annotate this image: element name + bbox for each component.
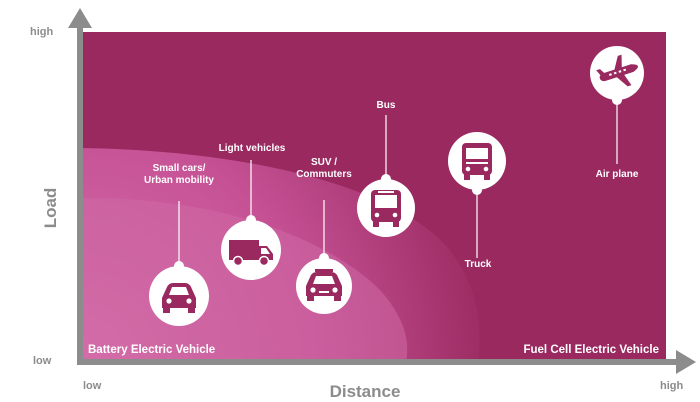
y-axis-high-label: high <box>30 26 53 38</box>
vehicle-label-line: Light vehicles <box>219 143 286 154</box>
bus-icon <box>371 190 401 227</box>
suv-icon <box>306 269 342 301</box>
vehicle-label: Small cars/Urban mobility <box>144 163 214 186</box>
connector-knob <box>472 185 482 195</box>
connector-knob <box>612 95 622 105</box>
x-axis-low-label: low <box>83 380 102 392</box>
vehicle-label: SUV /Commuters <box>296 157 352 180</box>
vehicle-label-line: Small cars/ <box>153 163 206 174</box>
vehicle-airplane: Air plane <box>590 46 644 180</box>
vehicle-label-line: Air plane <box>596 169 639 180</box>
vehicle-label-line: Truck <box>465 259 492 270</box>
connector-knob <box>174 261 184 271</box>
connector-knob <box>246 215 256 225</box>
vehicle-small-car: Small cars/Urban mobility <box>144 163 214 326</box>
airplane-icon <box>596 54 638 87</box>
vehicle-label: Bus <box>377 100 396 111</box>
vehicle-label-line: SUV / <box>311 157 337 168</box>
y-axis-title: Load <box>41 188 60 229</box>
connector-knob <box>381 174 391 184</box>
vehicle-label: Light vehicles <box>219 143 286 154</box>
vehicle-label-line: Commuters <box>296 169 352 180</box>
battery-region-label: Battery Electric Vehicle <box>88 344 215 356</box>
vehicle-suv: SUV /Commuters <box>296 157 352 314</box>
vehicle-label-line: Urban mobility <box>144 175 214 186</box>
vehicle-markers: Small cars/Urban mobility Light vehiclesS… <box>144 46 644 326</box>
car-icon <box>162 283 196 313</box>
vehicle-light-vehicle: Light vehicles <box>219 143 286 280</box>
vehicle-truck: Truck <box>448 132 506 270</box>
vehicle-label: Truck <box>465 259 492 270</box>
y-axis-low-label: low <box>33 355 52 367</box>
x-axis-high-label: high <box>660 380 683 392</box>
fuel-cell-region-label: Fuel Cell Electric Vehicle <box>523 344 659 356</box>
vehicle-label: Air plane <box>596 169 639 180</box>
x-axis-title: Distance <box>330 382 401 401</box>
vehicle-bus: Bus <box>357 100 415 237</box>
van-icon <box>229 240 273 267</box>
y-axis-arrow <box>68 8 92 28</box>
truck-icon <box>462 143 492 180</box>
x-axis-arrow <box>676 350 696 374</box>
connector-knob <box>319 253 329 263</box>
battery-inner-region <box>80 197 408 362</box>
vehicle-label-line: Bus <box>377 100 396 111</box>
